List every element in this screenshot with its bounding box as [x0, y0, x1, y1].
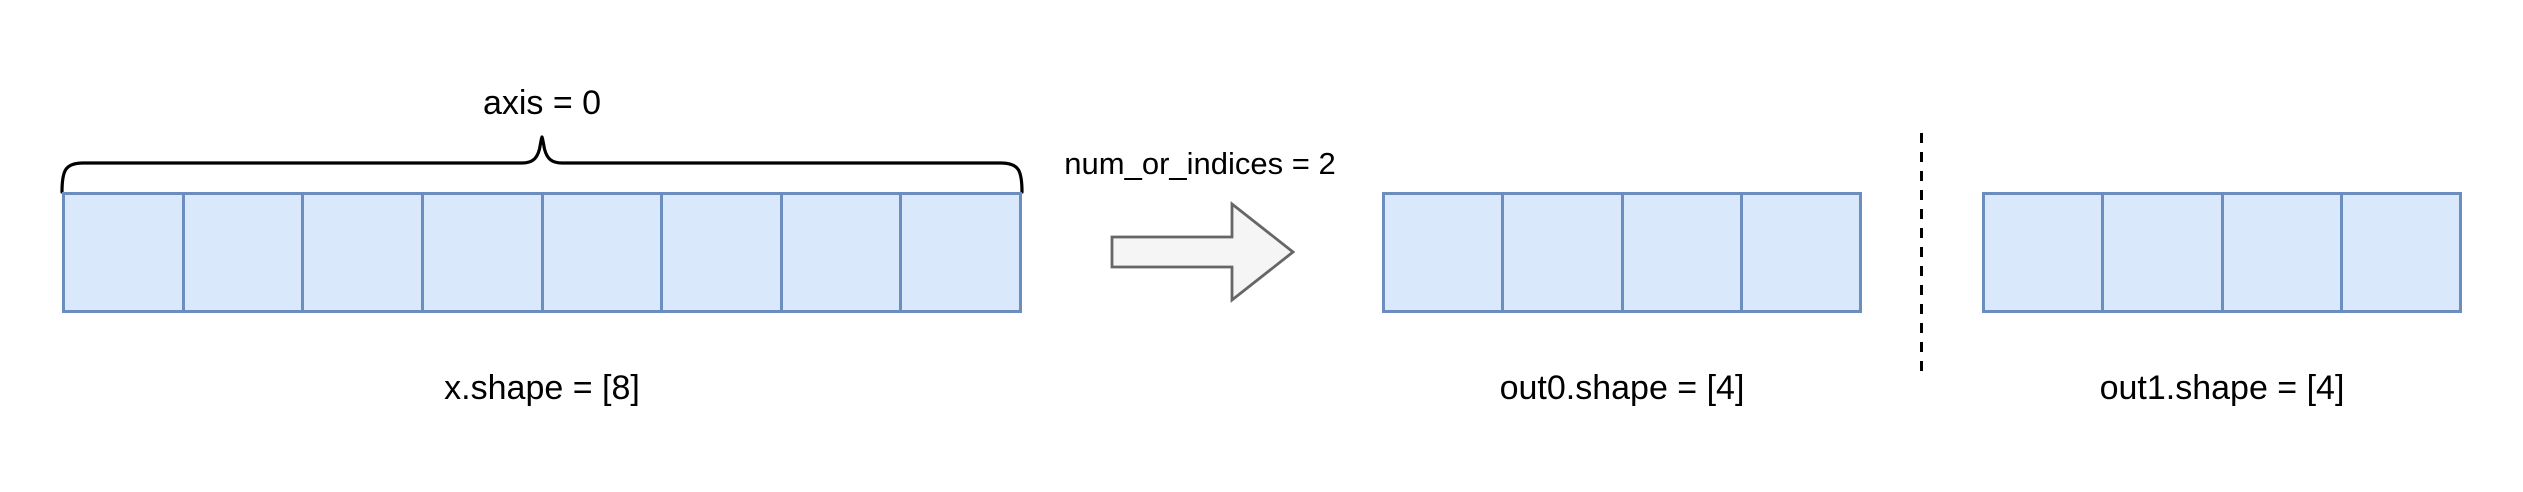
array-cell: [1385, 195, 1501, 310]
array-cell: [1501, 195, 1620, 310]
input-array: [62, 192, 1022, 313]
array-cell: [1985, 195, 2101, 310]
axis-brace-icon: [60, 135, 1024, 194]
array-cell: [660, 195, 780, 310]
array-cell: [899, 195, 1019, 310]
right-arrow-icon: [1110, 201, 1296, 303]
array-cell: [540, 195, 661, 310]
output1-shape-label: out1.shape = [4]: [2099, 369, 2345, 407]
array-cell: [1739, 195, 1859, 310]
array-cell: [301, 195, 421, 310]
array-cell: [1620, 195, 1740, 310]
output1-array: [1982, 192, 2462, 313]
output0-array: [1382, 192, 1862, 313]
array-cell: [2101, 195, 2220, 310]
output0-shape-label: out0.shape = [4]: [1499, 369, 1745, 407]
array-cell: [2339, 195, 2459, 310]
array-cell: [779, 195, 900, 310]
array-cell: [181, 195, 302, 310]
dashed-divider: [1920, 133, 1923, 373]
array-cell: [2220, 195, 2340, 310]
num-or-indices-label: num_or_indices = 2: [1064, 146, 1336, 181]
array-cell: [65, 195, 182, 310]
axis-label: axis = 0: [482, 84, 602, 122]
array-cell: [420, 195, 541, 310]
input-shape-label: x.shape = [8]: [444, 369, 640, 407]
